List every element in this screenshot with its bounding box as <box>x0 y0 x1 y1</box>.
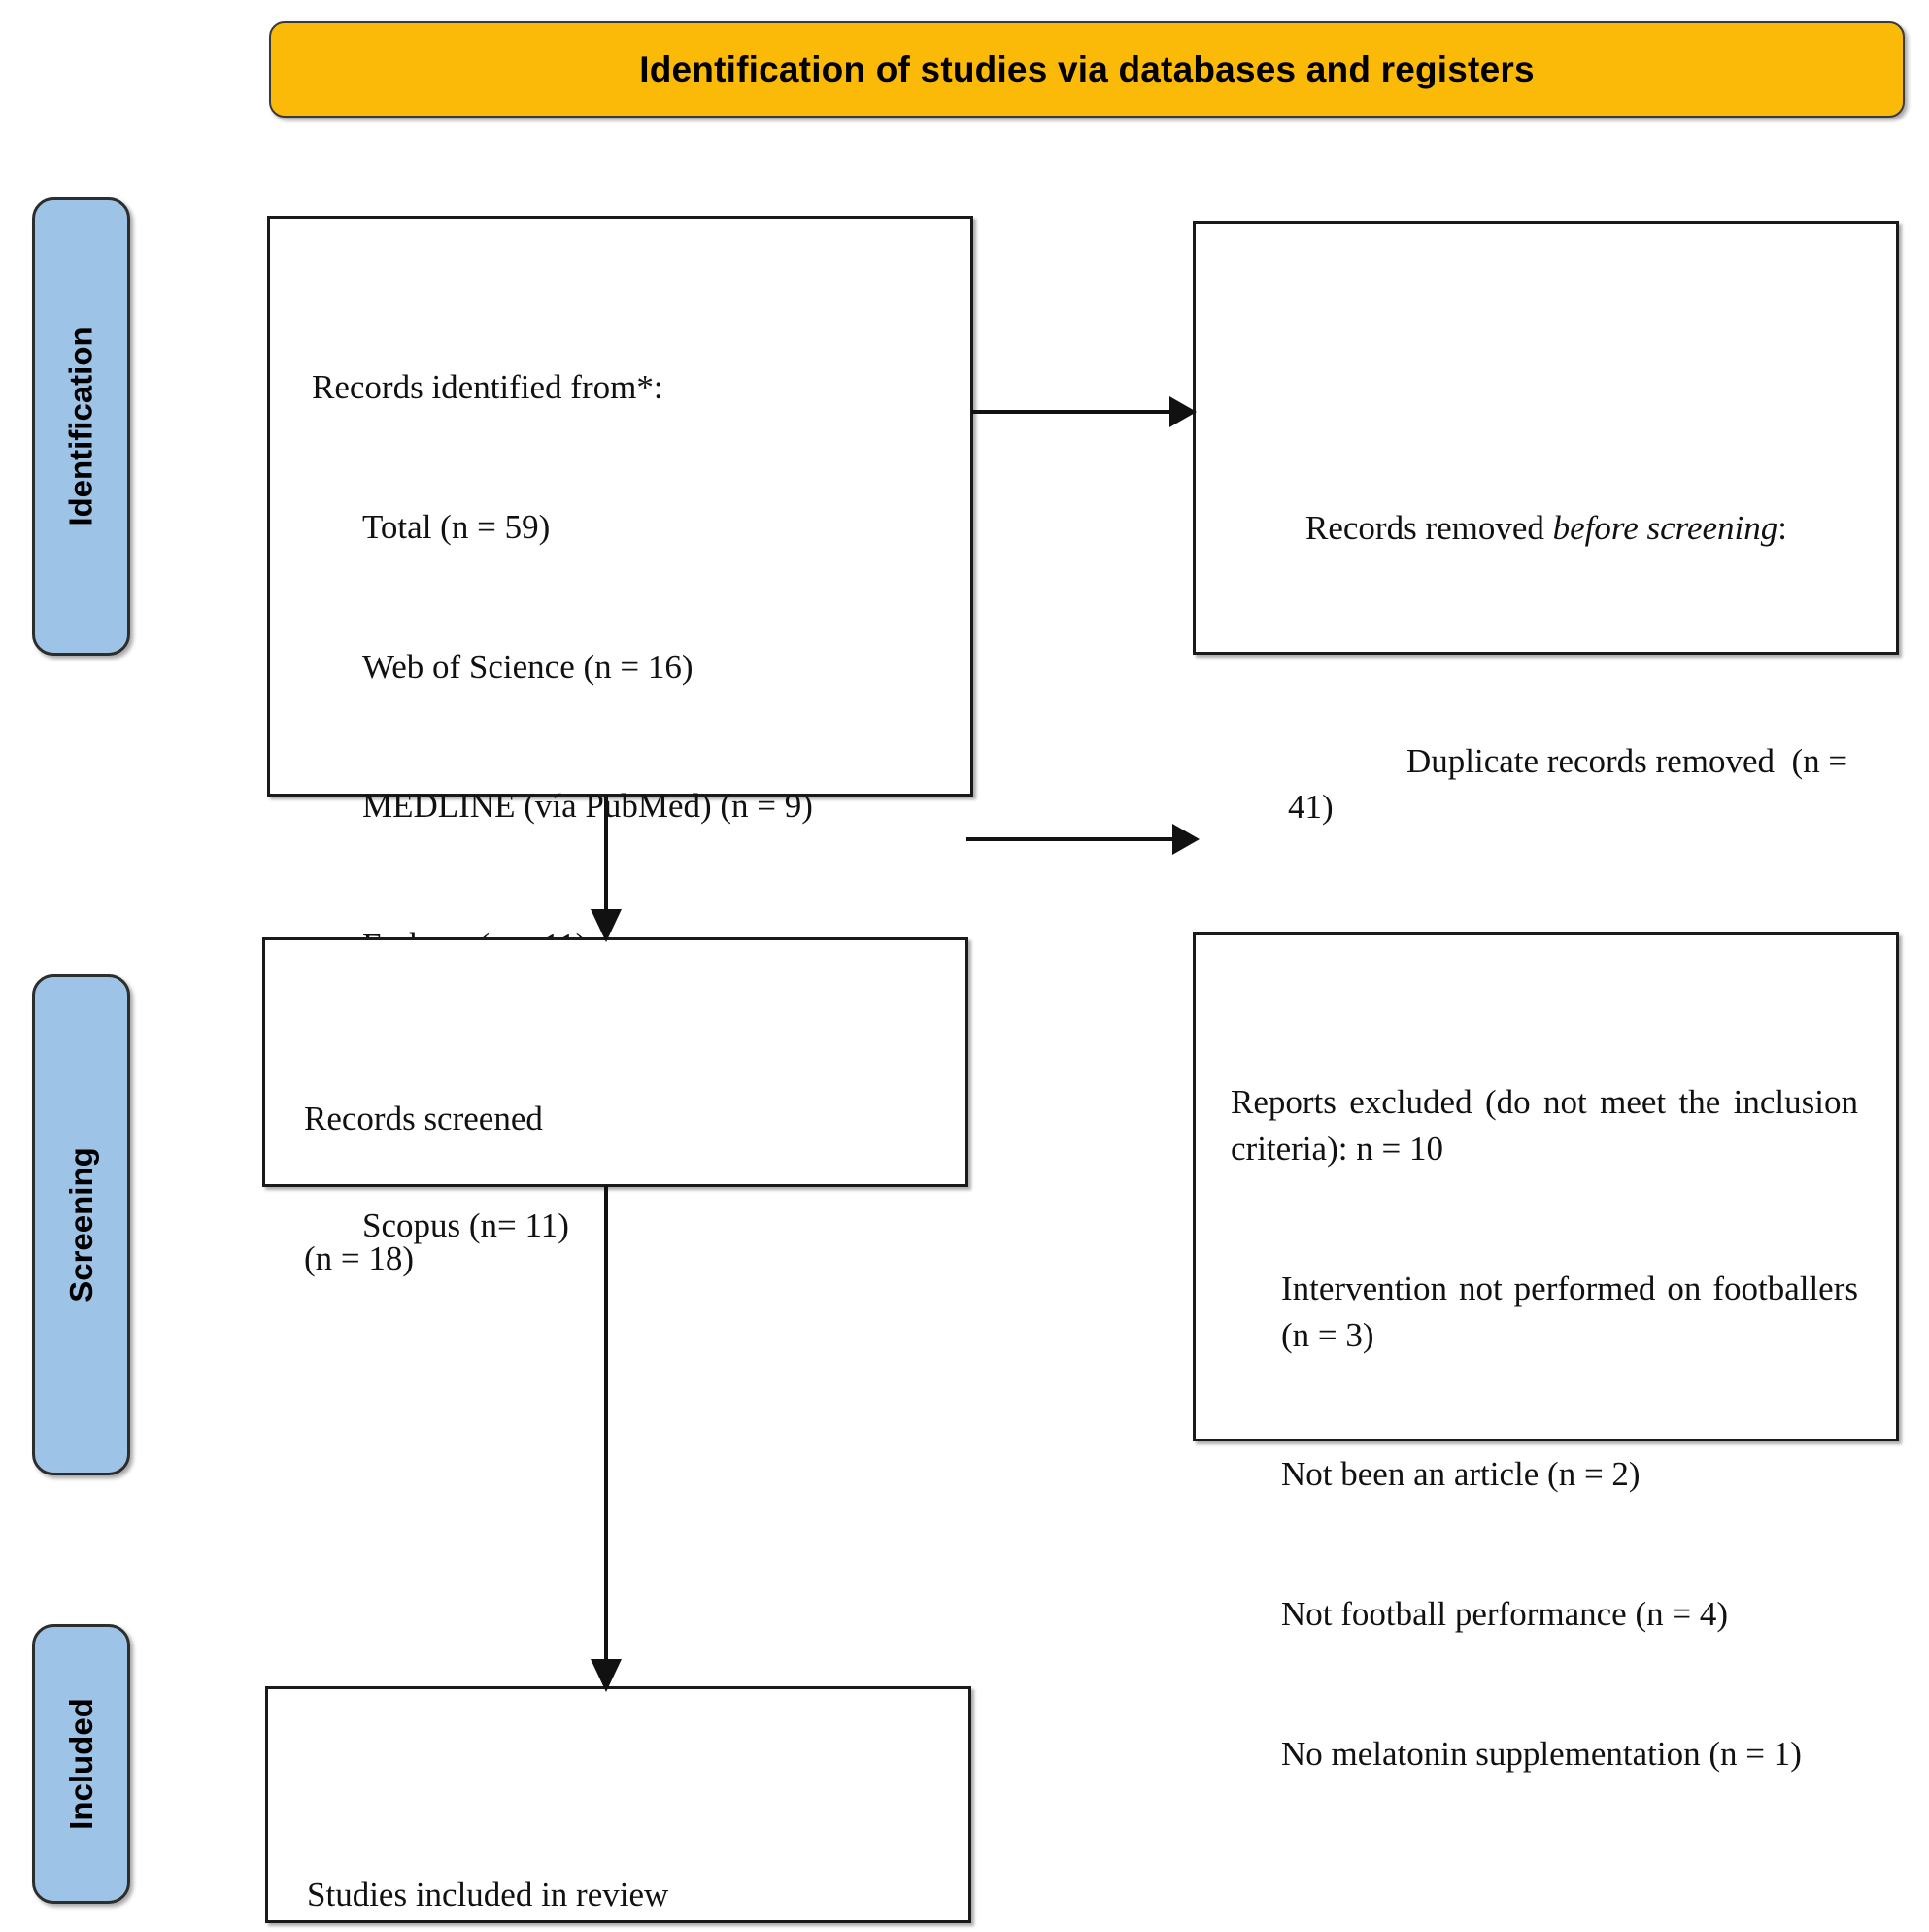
records-identified-item: Scopus (n= 11) <box>362 1205 569 1244</box>
box-records-identified: Records identified from*: Total (n = 59)… <box>267 216 973 1244</box>
box-reports-excluded-text: Reports excluded (do not meet the inclus… <box>1231 986 1858 1871</box>
arrow-screened-to-included-icon <box>591 1185 622 1692</box>
records-identified-heading: Records identified from*: <box>312 367 663 406</box>
records-identified-item: Total (n = 59) <box>362 507 551 546</box>
arrow-identified-to-screened-icon <box>591 795 622 942</box>
header-title: Identification of studies via databases … <box>639 49 1535 89</box>
arrow-identified-to-removed-icon <box>971 396 1197 427</box>
records-removed-item: Duplicate records removed (n = 41) <box>1288 741 1856 827</box>
records-identified-item: MEDLINE (vía PubMed) (n = 9) <box>362 787 813 826</box>
reports-excluded-item: Intervention not performed on footballer… <box>1281 1269 1867 1354</box>
stage-bar-screening: Screening <box>32 974 130 1475</box>
box-studies-included: Studies included in review (n = 8) <box>265 1686 971 1923</box>
stage-label-screening: Screening <box>62 1147 99 1303</box>
reports-excluded-item: No melatonin supplementation (n = 1) <box>1281 1735 1802 1773</box>
reports-excluded-item: Not football performance (n = 4) <box>1281 1595 1728 1634</box>
stage-label-identification: Identification <box>62 326 99 526</box>
box-records-screened-text: Records screened (n = 18) <box>304 1002 952 1375</box>
records-screened-line2: (n = 18) <box>304 1238 415 1277</box>
records-removed-heading-emphasis: before screening <box>1552 508 1778 547</box>
stage-bar-identification: Identification <box>32 197 130 656</box>
header-banner: Identification of studies via databases … <box>269 21 1905 118</box>
arrow-screened-to-excluded-icon <box>966 824 1200 855</box>
box-reports-excluded: Reports excluded (do not meet the inclus… <box>1193 932 1899 1773</box>
box-records-removed-text: Records removed before screening: Duplic… <box>1237 365 1880 970</box>
stage-label-included: Included <box>62 1698 99 1830</box>
records-removed-heading: Records removed before screening: <box>1305 508 1788 547</box>
reports-excluded-item: Not been an article (n = 2) <box>1281 1455 1641 1494</box>
box-records-removed: Records removed before screening: Duplic… <box>1193 221 1899 826</box>
reports-excluded-heading: Reports excluded (do not meet the inclus… <box>1231 1082 1867 1168</box>
studies-included-line1: Studies included in review <box>307 1875 669 1914</box>
stage-bar-included: Included <box>32 1624 130 1904</box>
box-studies-included-text: Studies included in review (n = 8) <box>307 1779 955 1932</box>
records-screened-line1: Records screened <box>304 1099 543 1137</box>
records-identified-item: Web of Science (n = 16) <box>362 647 694 686</box>
box-records-screened: Records screened (n = 18) <box>262 937 968 1277</box>
